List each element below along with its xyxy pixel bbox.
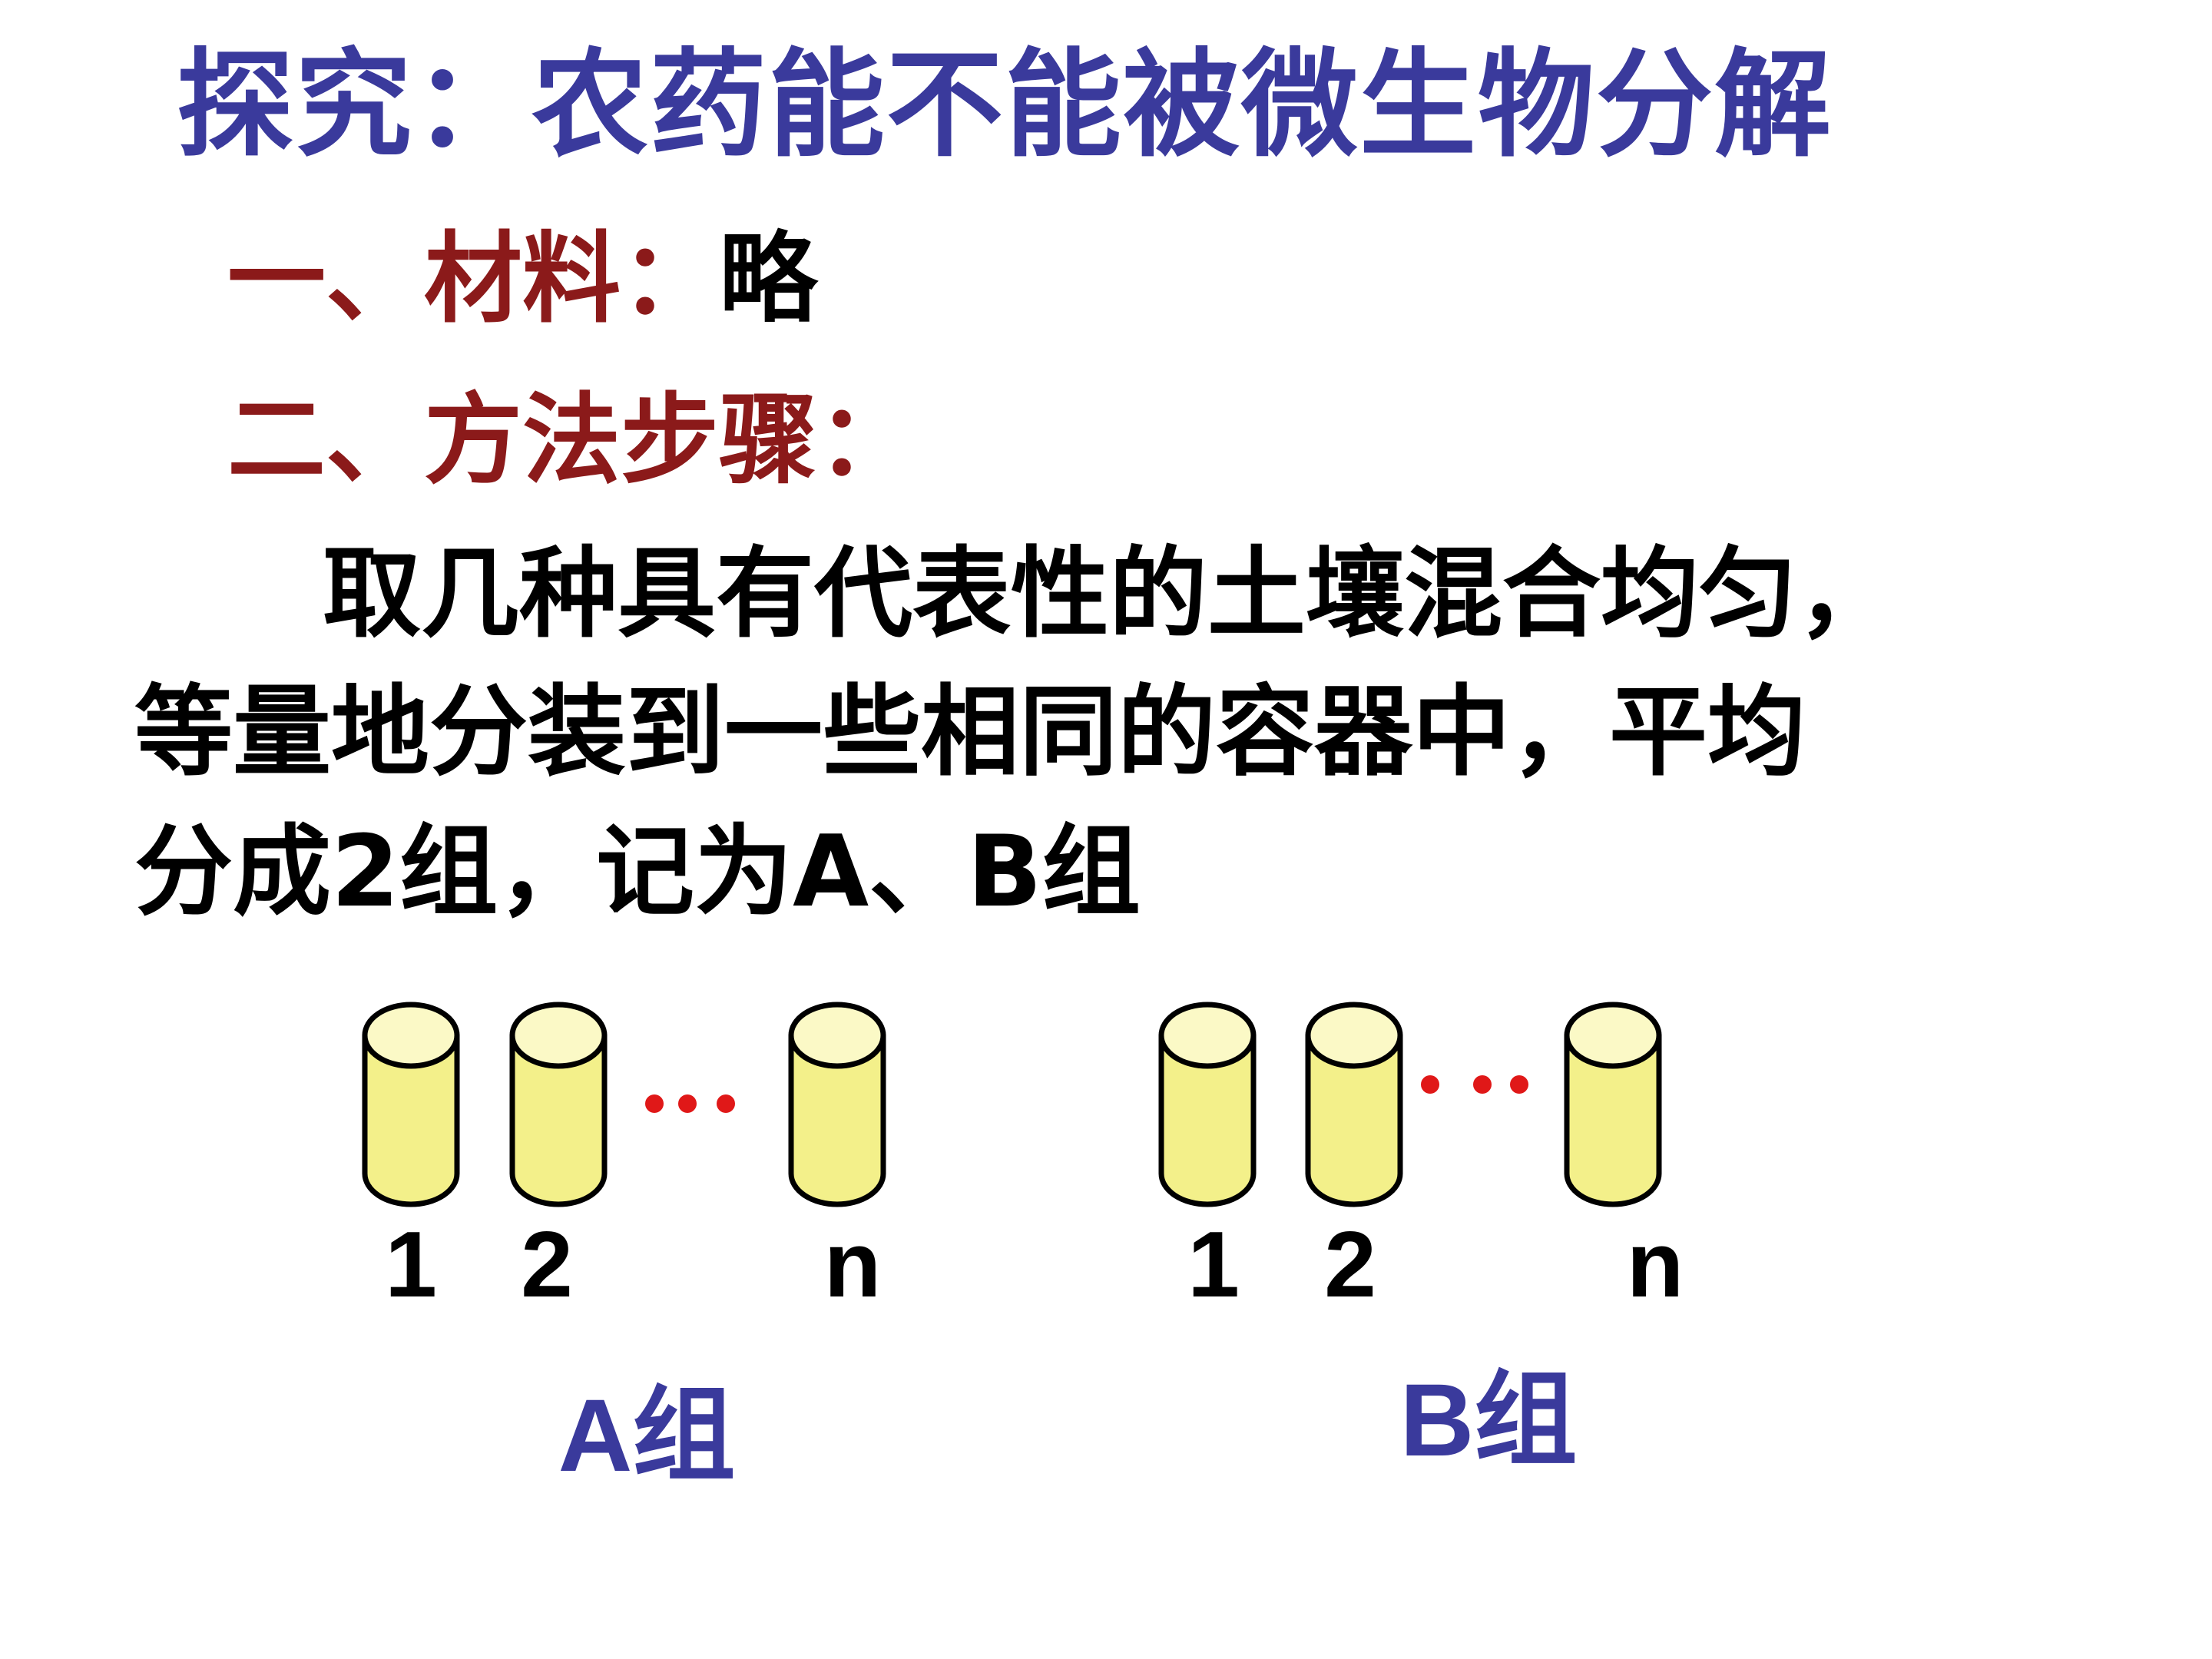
group-b-ellipsis-dot-3 — [1510, 1075, 1528, 1094]
materials-label: 一、材料： — [227, 222, 720, 336]
materials-value: 略 — [719, 222, 818, 336]
group-b-container-1 — [1158, 1002, 1257, 1207]
group-b-label: B组 — [1400, 1363, 1578, 1478]
paragraph-line-3: 分成2组，记为A、B组 — [134, 815, 1141, 929]
group-b-number-2: 2 — [1324, 1212, 1376, 1316]
paragraph-line-2: 等量地分装到一些相同的容器中，平均 — [134, 675, 1806, 790]
paragraph-line-1: 取几种具有代表性的土壤混合均匀， — [323, 537, 1896, 651]
group-b-ellipsis-dot-2 — [1473, 1075, 1492, 1094]
group-a-container-1 — [362, 1002, 460, 1207]
group-a-number-n: n — [824, 1212, 882, 1316]
group-a-ellipsis-dot-1 — [645, 1094, 664, 1113]
group-a-label: A组 — [558, 1379, 736, 1493]
group-a-container-n — [788, 1002, 886, 1207]
group-a-number-2: 2 — [521, 1212, 573, 1316]
group-a-ellipsis-dot-3 — [717, 1094, 735, 1113]
slide-title: 探究：农药能不能被微生物分解 — [177, 37, 1833, 173]
group-a-number-1: 1 — [385, 1212, 437, 1316]
method-heading: 二、方法步骤： — [227, 383, 916, 498]
group-b-container-2 — [1305, 1002, 1403, 1207]
group-b-number-1: 1 — [1187, 1212, 1240, 1316]
materials-heading: 一、材料：略 — [227, 223, 817, 336]
group-b-ellipsis-dot-1 — [1421, 1075, 1439, 1094]
group-b-number-n: n — [1627, 1212, 1684, 1316]
group-b-container-n — [1564, 1002, 1662, 1207]
group-a-ellipsis-dot-2 — [678, 1094, 697, 1113]
group-a-container-2 — [509, 1002, 608, 1207]
